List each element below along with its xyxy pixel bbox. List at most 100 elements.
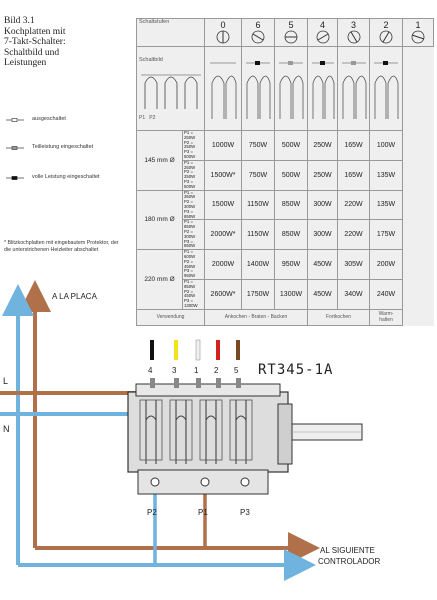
power-value: 300W bbox=[307, 219, 338, 251]
power-value: 100W bbox=[369, 130, 403, 161]
caption-line: Schaltbild und bbox=[4, 47, 60, 58]
terminal-number: 4 bbox=[148, 366, 153, 375]
caption-line: Bild 3.1 bbox=[4, 16, 35, 26]
power-value: 220W bbox=[337, 189, 370, 221]
terminal-number: 1 bbox=[194, 366, 199, 375]
switch-table: Schaltstufen 0 6 5 4 3 2 1 Schaltbild P1… bbox=[136, 18, 434, 326]
schaltbild-stage bbox=[204, 46, 242, 131]
power-value: 305W bbox=[337, 249, 370, 280]
power-value: 750W bbox=[241, 130, 275, 161]
full-on-symbol-icon bbox=[6, 176, 24, 180]
size-cell: 220 mm Ø bbox=[136, 249, 183, 310]
power-value: 1500W* bbox=[204, 159, 242, 191]
off-symbol-icon bbox=[6, 118, 24, 122]
pin-label: P2 bbox=[149, 114, 156, 121]
size-cell: 180 mm Ø bbox=[136, 189, 183, 251]
power-value: 950W bbox=[274, 249, 308, 280]
power-value: 220W bbox=[337, 219, 370, 251]
schaltbild-label: Schaltbild bbox=[139, 56, 163, 63]
footer-warmhalten: Warm-halten bbox=[369, 308, 403, 326]
figure-caption: Bild 3.1 Kochplatten mit 7-Takt-Schalter… bbox=[4, 16, 124, 69]
power-value: 1150W bbox=[241, 189, 275, 221]
pin-label-p3: P3 bbox=[240, 508, 250, 517]
switch-position-icon bbox=[379, 30, 393, 43]
stage-header: 3 bbox=[337, 18, 370, 47]
power-value: 1300W bbox=[274, 278, 308, 310]
power-value: 300W bbox=[307, 189, 338, 221]
label-next-controller-2: CONTROLADOR bbox=[318, 557, 381, 566]
switch-position-icon bbox=[284, 30, 298, 43]
power-value: 850W bbox=[274, 219, 308, 251]
footer-verwendung: Verwendung bbox=[136, 308, 205, 326]
schaltbild-stage bbox=[241, 46, 275, 131]
caption-line: Leistungen bbox=[4, 58, 47, 68]
switch-position-icon bbox=[316, 30, 329, 43]
power-value: 2000W bbox=[204, 249, 242, 280]
pin-label: P1 bbox=[139, 114, 146, 121]
caption-line: Kochplatten mit bbox=[4, 26, 66, 37]
power-value: 1500W bbox=[204, 189, 242, 221]
legend-text: Teilleistung eingeschaltet bbox=[32, 144, 94, 150]
power-value: 240W bbox=[369, 278, 403, 310]
terminal-number: 5 bbox=[234, 366, 239, 375]
coil-diagram-icon bbox=[141, 74, 201, 109]
power-value: 200W bbox=[369, 249, 403, 280]
stage-wiring-icon bbox=[210, 62, 237, 119]
stage-wiring-icon bbox=[246, 60, 271, 119]
power-value: 450W bbox=[307, 249, 338, 280]
schaltbild-stage bbox=[337, 46, 370, 131]
switch-position-icon bbox=[347, 30, 360, 43]
schaltbild-stage bbox=[369, 46, 403, 131]
stage-wiring-icon bbox=[374, 60, 399, 119]
stage-wiring-icon bbox=[341, 60, 366, 119]
stage-wiring-icon bbox=[279, 60, 304, 119]
stage-header: 6 bbox=[241, 18, 275, 47]
switch-position-icon bbox=[216, 30, 230, 43]
terminal-number: 3 bbox=[172, 366, 177, 375]
power-value: 250W bbox=[307, 130, 338, 161]
model-number: RT345-1A bbox=[258, 362, 334, 378]
stage-header: 1 bbox=[402, 18, 434, 47]
power-value: 135W bbox=[369, 159, 403, 191]
label-l: L bbox=[3, 376, 9, 386]
power-value: 750W bbox=[241, 159, 275, 191]
switch-position-icon bbox=[411, 30, 425, 43]
power-value: 175W bbox=[369, 219, 403, 251]
power-value: 1000W bbox=[204, 130, 242, 161]
footer-ankochen: Ankochen - Braten - Backen bbox=[204, 308, 308, 326]
caption-line: 7-Takt-Schalter: bbox=[4, 37, 66, 47]
schaltstufen-label: Schaltstufen bbox=[136, 18, 205, 47]
legend-text: volle Leistung eingeschaltet bbox=[32, 174, 100, 180]
footnote: * Blitzkochplatten mit eingebautem Prote… bbox=[4, 240, 119, 253]
power-value: 1750W bbox=[241, 278, 275, 310]
schaltbild-cell: Schaltbild P1 P2 bbox=[136, 46, 205, 131]
power-value: 500W bbox=[274, 159, 308, 191]
stage-header: 0 bbox=[204, 18, 242, 47]
legend-text: ausgeschaltet bbox=[32, 116, 66, 122]
stage-header: 5 bbox=[274, 18, 308, 47]
power-value: 500W bbox=[274, 130, 308, 161]
power-value: 165W bbox=[337, 130, 370, 161]
label-next-controller-1: AL SIGUIENTE bbox=[320, 546, 375, 555]
power-value: 850W bbox=[274, 189, 308, 221]
power-value: 135W bbox=[369, 189, 403, 221]
wiring-diagram bbox=[0, 280, 363, 581]
rotary-switch bbox=[127, 378, 363, 495]
switch-position-icon bbox=[251, 30, 265, 43]
label-a-la-placa: A LA PLACA bbox=[52, 292, 97, 301]
power-value: 2000W* bbox=[204, 219, 242, 251]
terminal-number: 2 bbox=[214, 366, 219, 375]
power-value: 340W bbox=[337, 278, 370, 310]
stage-header: 4 bbox=[307, 18, 338, 47]
stage-header: 2 bbox=[369, 18, 403, 47]
size-cell: 145 mm Ø bbox=[136, 130, 183, 191]
schaltbild-stage bbox=[274, 46, 308, 131]
partial-on-symbol-icon bbox=[6, 146, 24, 150]
schaltbild-stage bbox=[307, 46, 338, 131]
power-value: 250W bbox=[307, 159, 338, 191]
pin-label-p2: P2 bbox=[147, 508, 157, 517]
